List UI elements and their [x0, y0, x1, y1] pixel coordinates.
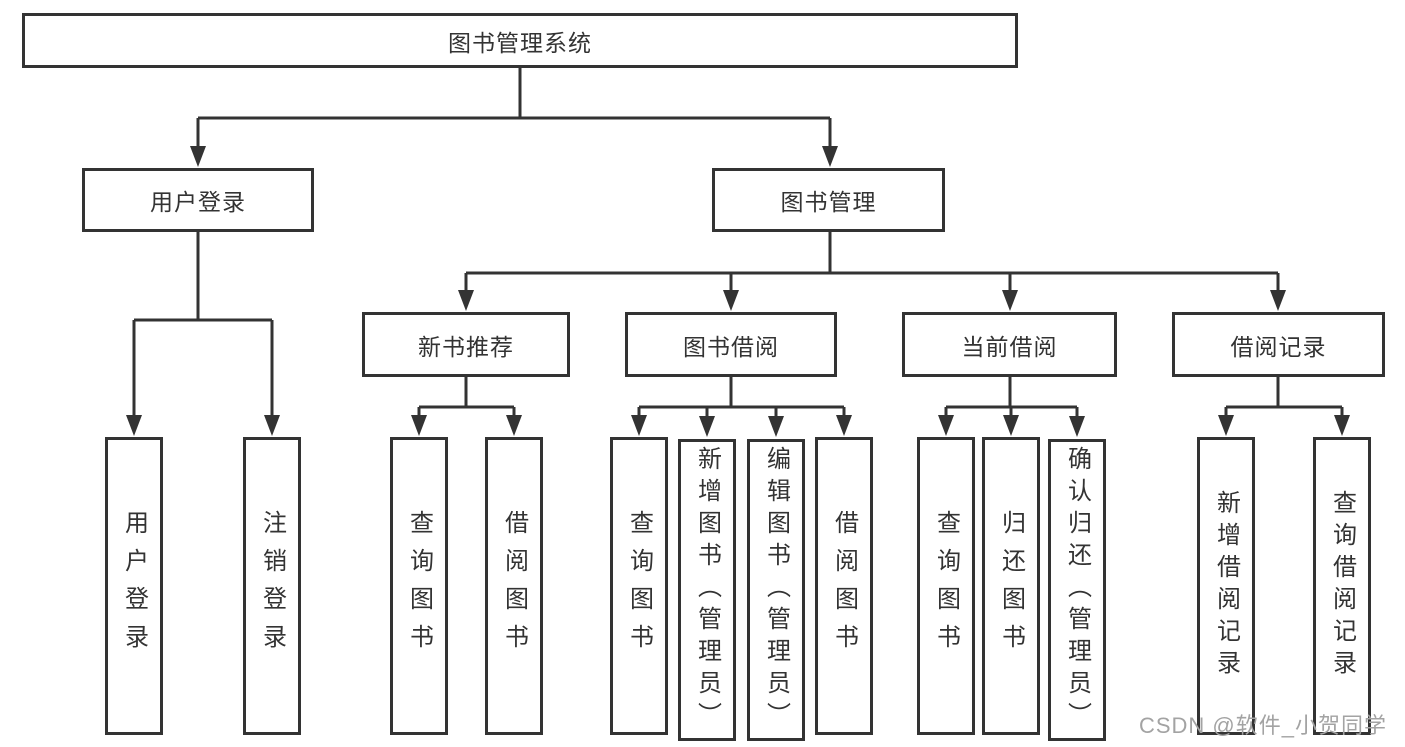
leaf-borrow-books-1: 借阅图书	[485, 437, 543, 735]
leaf-edit-book-admin: 编辑图书（管理员）	[747, 439, 805, 741]
leaf-return-books: 归还图书	[982, 437, 1040, 735]
leaf-query-books-2: 查询图书	[610, 437, 668, 735]
node-current-borrow: 当前借阅	[902, 312, 1117, 377]
node-book-borrow: 图书借阅	[625, 312, 837, 377]
leaf-confirm-return-admin: 确认归还（管理员）	[1048, 439, 1106, 741]
node-new-book-recommend: 新书推荐	[362, 312, 570, 377]
arrowhead-icons	[126, 146, 1350, 437]
leaf-query-borrow-record: 查询借阅记录	[1313, 437, 1371, 735]
node-borrow-records: 借阅记录	[1172, 312, 1385, 377]
leaf-user-login: 用户登录	[105, 437, 163, 735]
csdn-watermark: CSDN @软件_小贺同学	[1138, 713, 1387, 738]
leaf-query-books-3: 查询图书	[917, 437, 975, 735]
leaf-query-books-1: 查询图书	[390, 437, 448, 735]
connector-lines	[132, 68, 1344, 416]
leaf-borrow-books-2: 借阅图书	[815, 437, 873, 735]
node-book-management: 图书管理	[712, 168, 945, 232]
leaf-add-borrow-record: 新增借阅记录	[1197, 437, 1255, 735]
node-root-system: 图书管理系统	[22, 13, 1018, 68]
node-user-login: 用户登录	[82, 168, 314, 232]
leaf-add-book-admin: 新增图书（管理员）	[678, 439, 736, 741]
leaf-logout: 注销登录	[243, 437, 301, 735]
